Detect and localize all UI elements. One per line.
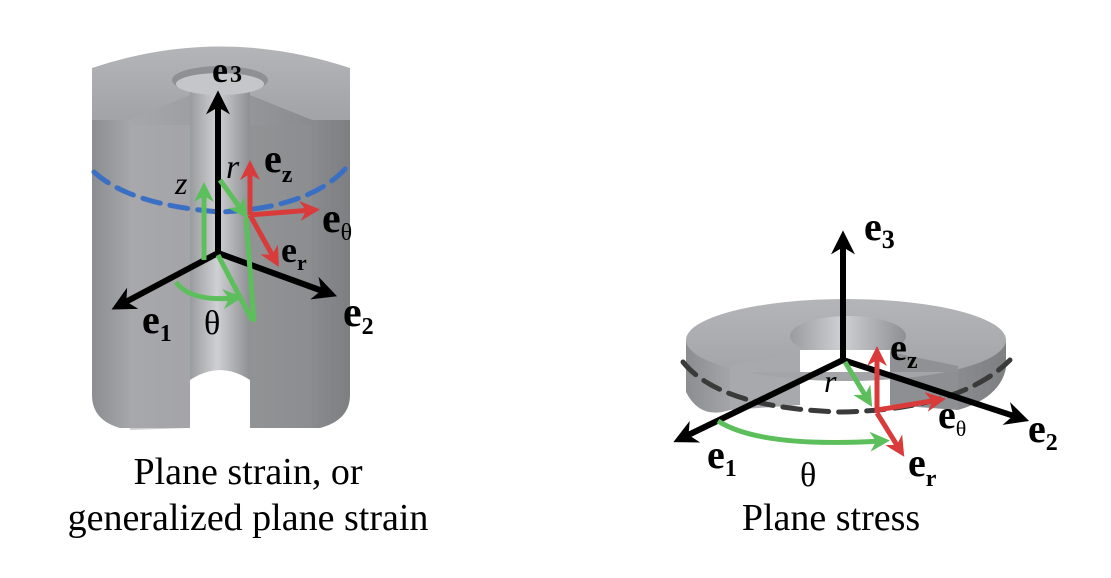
right-caption: Plane stress xyxy=(742,497,920,539)
right-label-etheta: eθ xyxy=(938,392,966,441)
right-label-e1: e1 xyxy=(707,432,737,482)
left-label-er: er xyxy=(281,230,307,275)
right-label-er: er xyxy=(908,440,937,492)
right-axis-e2 xyxy=(842,357,1030,425)
right-er-arrow xyxy=(874,411,905,457)
left-caption-line1: Plane strain, or xyxy=(133,451,362,493)
left-er-arrow xyxy=(247,213,279,267)
left-label-z: z xyxy=(174,165,188,201)
left-axis-e2 xyxy=(216,250,338,300)
right-hoop-dashed-curve xyxy=(680,357,1013,415)
right-axis-e1 xyxy=(673,357,845,443)
left-caption-line2: generalized plane strain xyxy=(68,497,429,539)
right-label-ez: ez xyxy=(890,327,918,374)
left-label-theta: θ xyxy=(204,305,220,342)
left-label-e2: e2 xyxy=(343,290,374,340)
right-label-r: r xyxy=(824,363,837,399)
left-label-r: r xyxy=(226,149,240,186)
right-label-e3: e3 xyxy=(864,204,895,254)
left-label-e3: e3 xyxy=(212,50,242,90)
left-hoop-dashed-curve xyxy=(91,165,349,215)
left-r-arrow xyxy=(217,178,248,219)
right-etheta-arrow xyxy=(876,392,946,413)
left-theta-radial-line xyxy=(215,253,255,322)
right-label-theta: θ xyxy=(800,457,816,494)
left-label-e1: e1 xyxy=(142,297,172,347)
right-r-arrow xyxy=(842,360,873,407)
left-axis-e1 xyxy=(111,250,220,310)
right-label-e2: e2 xyxy=(1028,406,1058,456)
right-theta-arc xyxy=(716,418,890,452)
left-label-ez: ez xyxy=(264,136,293,188)
left-label-etheta: eθ xyxy=(322,196,352,246)
left-etheta-arrow xyxy=(249,200,320,221)
left-r-drop-line xyxy=(243,217,257,323)
left-theta-arc xyxy=(173,280,243,310)
